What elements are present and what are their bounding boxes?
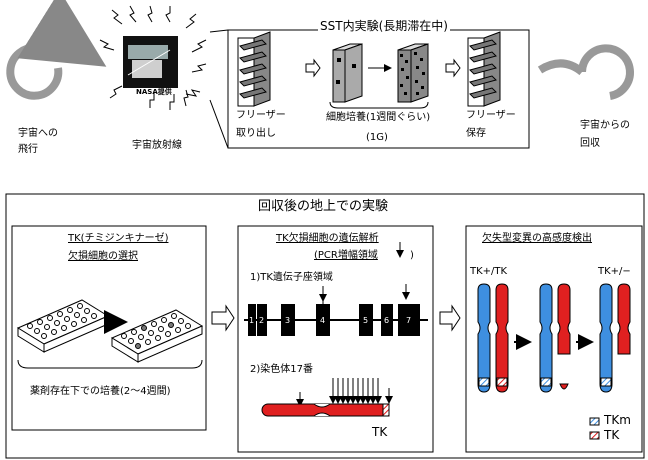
chromosome-17 <box>261 403 390 417</box>
freezer-block-out <box>237 31 271 107</box>
panel2-step1: 1)TK遺伝子座領域 <box>250 272 333 283</box>
panel1-title-1: TK(チミジンキナーゼ) <box>68 233 169 244</box>
culture-bracket-2 <box>17 359 203 369</box>
freezer-store-1: フリーザー <box>466 110 516 121</box>
flight-label-2: 飛行 <box>18 144 38 155</box>
legend-tkm-label: TKm <box>604 413 631 427</box>
exon-3: 3 <box>285 316 291 325</box>
exon-6: 6 <box>384 316 390 325</box>
flight-label-1: 宇宙への <box>18 128 58 139</box>
freezer-out-2: 取り出し <box>236 128 276 139</box>
ground-title: 回収後の地上での実験 <box>258 199 389 214</box>
panel-arrows <box>211 304 461 332</box>
sst-title: SST内実験(長期滞在中) <box>318 19 450 33</box>
exon-1: 1 <box>249 316 255 325</box>
panel2-title-2: (PCR増幅領域 <box>314 250 378 261</box>
return-label-2: 回収 <box>580 138 600 149</box>
exon-7: 7 <box>406 316 412 325</box>
panel2-step2: 2)染色体17番 <box>250 364 313 375</box>
exon-blocks <box>248 304 420 336</box>
well-plate-2 <box>110 309 204 363</box>
return-label-1: 宇宙からの <box>580 120 630 131</box>
panel2-box <box>237 225 434 453</box>
culture-cube-sparse <box>332 43 363 103</box>
chromosome-pair-1 <box>477 283 509 393</box>
legend-tkm-swatch <box>589 417 600 426</box>
panel3-right-label: TK+/− <box>598 266 631 277</box>
hybridization-arrows <box>296 378 393 407</box>
panel2-title-3: ) <box>410 250 414 261</box>
gravity-label: (1G) <box>366 132 388 143</box>
chromosome-pair-3 <box>599 283 631 393</box>
panel1-box <box>11 225 207 431</box>
exon-5: 5 <box>363 316 369 325</box>
culture-cube-dense <box>397 43 429 103</box>
ground-frame <box>5 193 645 459</box>
freezer-store-2: 保存 <box>466 128 486 139</box>
exon-2: 2 <box>259 316 265 325</box>
panel1-title-2: 欠損細胞の選択 <box>68 251 138 262</box>
process-arrows <box>305 58 461 78</box>
flight-swirl-icon <box>6 0 107 100</box>
legend-tk-swatch <box>589 431 600 440</box>
chromosome-pair-2 <box>539 283 571 393</box>
panel1-caption: 薬剤存在下での培養(2～4週間) <box>30 386 171 397</box>
panel3-box <box>465 225 643 453</box>
exon-4: 4 <box>320 316 326 325</box>
panel3-left-label: TK+/TK <box>470 266 508 277</box>
return-swirl-icon <box>537 44 634 100</box>
freezer-out-1: フリーザー <box>236 110 286 121</box>
radiation-label: 宇宙放射線 <box>132 140 182 151</box>
radiation-icon <box>99 5 207 110</box>
legend-tk-label: TK <box>604 428 620 442</box>
culture-bracket <box>329 101 429 109</box>
culture-label: 細胞培養(1週間ぐらい) <box>326 112 431 123</box>
satellite-photo <box>123 36 178 88</box>
nasa-label: NASA提供 <box>136 88 172 96</box>
panel2-tk-label: TK <box>372 425 388 439</box>
freezer-block-store <box>467 31 501 107</box>
well-plate-1 <box>16 299 110 353</box>
panel3-title: 欠失型変異の高感度検出 <box>482 233 592 244</box>
panel2-title-1: TK欠損細胞の遺伝解析 <box>276 233 379 244</box>
